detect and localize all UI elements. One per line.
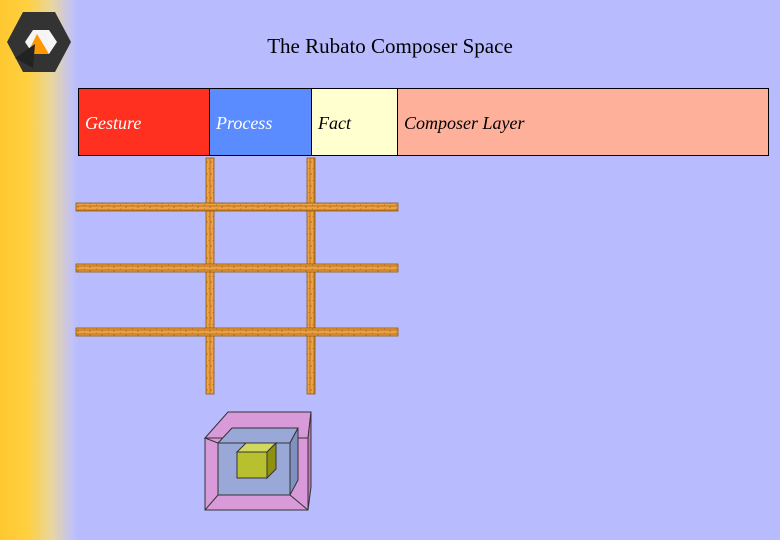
rubato-logo-icon [7, 12, 71, 72]
brick-row-3 [75, 327, 399, 337]
layer-composer: Composer Layer [397, 88, 769, 156]
layer-process: Process [209, 88, 312, 156]
layer-fact: Fact [311, 88, 398, 156]
layer-gesture: Gesture [78, 88, 210, 156]
nested-cube-icon [203, 411, 312, 511]
brick-row-2 [75, 263, 399, 273]
brick-column-2 [306, 157, 316, 395]
sidebar-stripe [0, 0, 78, 540]
brick-row-1 [75, 202, 399, 212]
slide-title: The Rubato Composer Space [267, 34, 513, 58]
brick-column-1 [205, 157, 215, 395]
